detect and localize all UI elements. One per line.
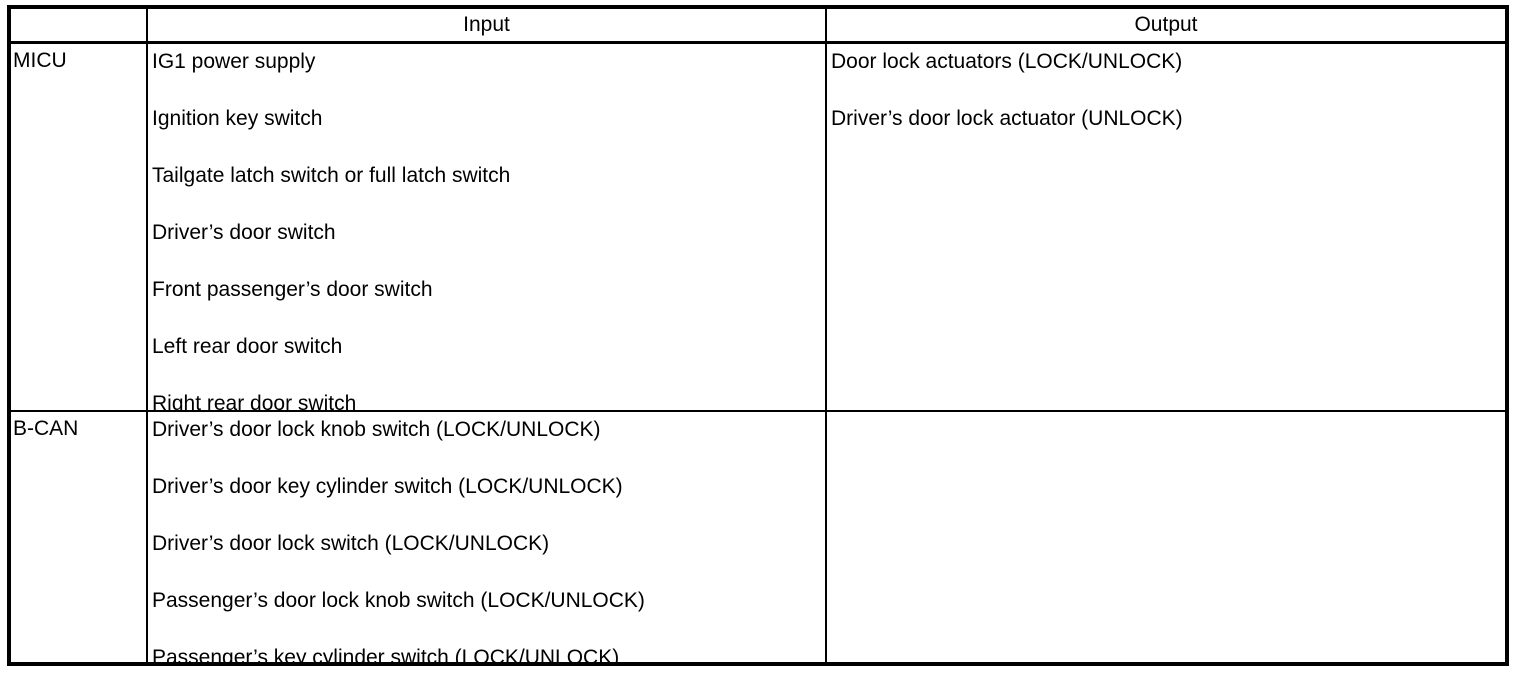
- input-item: Passenger’s door lock knob switch (LOCK/…: [152, 589, 645, 612]
- input-item: Driver’s door lock switch (LOCK/UNLOCK): [152, 532, 550, 555]
- output-column-header: Output: [827, 9, 1505, 44]
- input-item: Tailgate latch switch or full latch swit…: [152, 164, 511, 187]
- corner-header-cell: [11, 9, 148, 44]
- input-item: Passenger’s key cylinder switch (LOCK/UN…: [152, 646, 620, 662]
- input-item: Driver’s door switch: [152, 221, 336, 244]
- input-output-table: Input Output MICU IG1 power supply Ignit…: [7, 5, 1509, 666]
- bcan-input-cell: Driver’s door lock knob switch (LOCK/UNL…: [148, 410, 827, 662]
- input-column-header: Input: [148, 9, 827, 44]
- input-item: Ignition key switch: [152, 107, 323, 130]
- input-item: Front passenger’s door switch: [152, 278, 433, 301]
- row-label-micu: MICU: [11, 44, 148, 410]
- micu-output-cell: Door lock actuators (LOCK/UNLOCK) Driver…: [827, 44, 1505, 410]
- input-item: IG1 power supply: [152, 50, 316, 73]
- output-item: Door lock actuators (LOCK/UNLOCK): [831, 50, 1183, 73]
- input-item: Driver’s door key cylinder switch (LOCK/…: [152, 475, 623, 498]
- input-item: Driver’s door lock knob switch (LOCK/UNL…: [152, 418, 601, 441]
- micu-input-cell: IG1 power supply Ignition key switch Tai…: [148, 44, 827, 410]
- input-item: Left rear door switch: [152, 335, 343, 358]
- row-label-bcan: B-CAN: [11, 410, 148, 662]
- input-item: Right rear door switch: [152, 392, 357, 410]
- bcan-output-cell: [827, 410, 1505, 662]
- output-item: Driver’s door lock actuator (UNLOCK): [831, 107, 1183, 130]
